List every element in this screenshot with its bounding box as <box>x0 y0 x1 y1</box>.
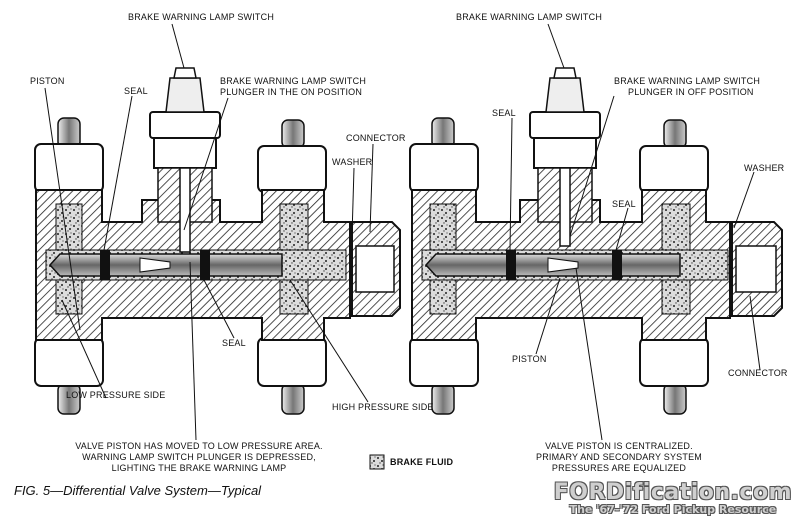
right-plunger-label-line1: BRAKE WARNING LAMP SWITCH <box>614 76 761 86</box>
watermark: FORDification.com The '67-'72 Ford Picku… <box>554 480 792 516</box>
right-lamp-switch-label: BRAKE WARNING LAMP SWITCH <box>456 12 603 22</box>
right-valve-drawing <box>409 67 783 415</box>
right-connector-label: CONNECTOR <box>728 368 788 378</box>
left-description-line2: WARNING LAMP SWITCH PLUNGER IS DEPRESSED… <box>82 452 316 462</box>
watermark-title: FORDification.com <box>553 480 792 505</box>
left-seal-bottom-label: SEAL <box>222 338 246 348</box>
right-plunger-label-line2: PLUNGER IN OFF POSITION <box>628 87 754 97</box>
right-description-line3: PRESSURES ARE EQUALIZED <box>551 463 687 473</box>
left-description-line1: VALVE PISTON HAS MOVED TO LOW PRESSURE A… <box>75 441 323 451</box>
right-washer-label: WASHER <box>744 163 785 173</box>
leader-lines <box>44 23 761 441</box>
left-seal-top-label: SEAL <box>124 86 148 96</box>
right-description-line2: PRIMARY AND SECONDARY SYSTEM <box>536 452 702 462</box>
brake-fluid-legend-label: BRAKE FLUID <box>390 457 454 467</box>
watermark-subtitle: The '67-'72 Ford Pickup Resource <box>569 503 777 516</box>
left-description: VALVE PISTON HAS MOVED TO LOW PRESSURE A… <box>64 441 334 474</box>
right-seal-top-label: SEAL <box>492 108 516 118</box>
low-pressure-side-label: LOW PRESSURE SIDE <box>66 390 166 400</box>
right-piston-label: PISTON <box>512 354 547 364</box>
right-description: VALVE PISTON IS CENTRALIZED. PRIMARY AND… <box>494 441 744 474</box>
figure-caption: FIG. 5—Differential Valve System—Typical <box>14 483 262 498</box>
left-description-line3: LIGHTING THE BRAKE WARNING LAMP <box>111 463 287 473</box>
right-description-line1: VALVE PISTON IS CENTRALIZED. <box>545 441 693 451</box>
left-plunger-label-line2: PLUNGER IN THE ON POSITION <box>220 87 363 97</box>
right-seal-label: SEAL <box>612 199 636 209</box>
left-lamp-switch-label: BRAKE WARNING LAMP SWITCH <box>128 12 275 22</box>
left-plunger-label-line1: BRAKE WARNING LAMP SWITCH <box>220 76 367 86</box>
left-valve-drawing <box>34 67 401 415</box>
high-pressure-side-label: HIGH PRESSURE SIDE <box>332 402 434 412</box>
brake-fluid-swatch <box>369 454 385 470</box>
left-connector-label: CONNECTOR <box>346 133 406 143</box>
left-piston-label: PISTON <box>30 76 65 86</box>
left-washer-label: WASHER <box>332 157 373 167</box>
